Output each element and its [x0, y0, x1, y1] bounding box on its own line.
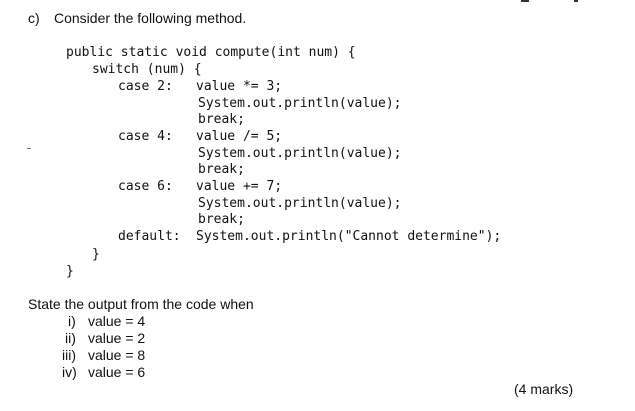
- code-case-4-label: case 4:: [118, 129, 173, 144]
- code-case-6-statement: value += 7;: [196, 179, 283, 194]
- marks-label: (4 marks): [514, 381, 574, 397]
- code-case-4-statement: value /= 5;: [196, 129, 283, 144]
- code-case-6-label: case 6:: [118, 179, 173, 194]
- code-case-2-break: break;: [198, 112, 245, 127]
- code-method-close-brace: }: [66, 264, 74, 279]
- code-default-print: System.out.println("Cannot determine");: [196, 229, 502, 244]
- code-default-label: default:: [118, 229, 181, 244]
- code-case-6-print: System.out.println(value);: [198, 196, 402, 211]
- code-case-4-print: System.out.println(value);: [198, 146, 402, 161]
- question-label: c): [28, 10, 40, 26]
- part-text: value = 6: [88, 364, 146, 380]
- stray-mark: [27, 148, 31, 149]
- part-text: value = 2: [88, 330, 146, 346]
- top-edge-mark-right: [574, 0, 578, 2]
- code-case-6-break: break;: [198, 212, 245, 227]
- code-case-4-break: break;: [198, 162, 245, 177]
- part-text: value = 8: [88, 347, 146, 363]
- part-text: value = 4: [88, 313, 146, 329]
- top-edge-mark-left: [521, 0, 529, 2]
- code-line-switch: switch (num) {: [92, 62, 202, 77]
- code-switch-close-brace: }: [92, 247, 100, 262]
- question-prompt: Consider the following method.: [54, 10, 247, 26]
- part-numeral: ii): [65, 330, 76, 346]
- instruction-text: State the output from the code when: [28, 296, 254, 312]
- code-case-2-print: System.out.println(value);: [198, 96, 402, 111]
- code-case-2-statement: value *= 3;: [196, 79, 283, 94]
- part-numeral: i): [68, 313, 76, 329]
- part-numeral: iv): [62, 364, 77, 380]
- code-line-signature: public static void compute(int num) {: [66, 45, 356, 60]
- code-case-2-label: case 2:: [118, 79, 173, 94]
- part-numeral: iii): [62, 347, 76, 363]
